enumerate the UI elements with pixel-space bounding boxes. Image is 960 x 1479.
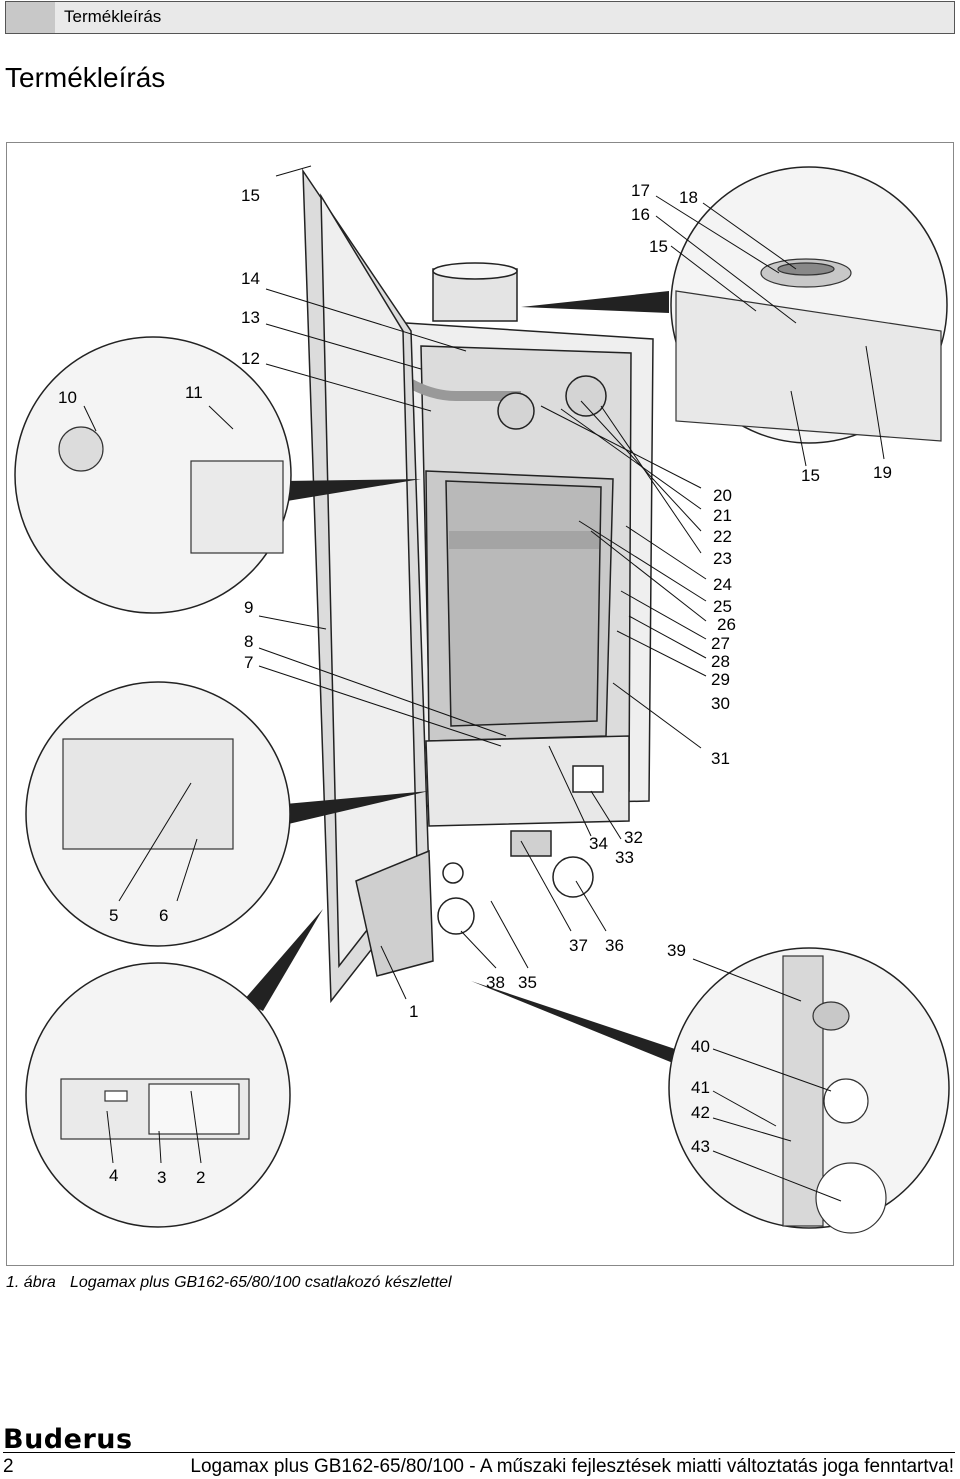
callout-28: 27	[711, 634, 730, 653]
figure-caption-text: Logamax plus GB162-65/80/100 csatlakozó …	[70, 1274, 452, 1291]
page-title: Termékleírás	[5, 62, 166, 93]
callout-18: 17	[631, 181, 650, 200]
callout-43: 42	[691, 1103, 710, 1122]
header-marker	[5, 1, 57, 34]
callout-30: 29	[711, 670, 730, 689]
callout-15: 15	[241, 186, 260, 205]
buderus-logo: Buderus	[3, 1424, 133, 1455]
callout-35: 34	[589, 834, 608, 853]
callout-32: 31	[711, 749, 730, 768]
callout-31: 30	[711, 694, 730, 713]
callout-15b: 15	[801, 466, 820, 485]
callout-36: 35	[518, 973, 537, 992]
callout-19: 18	[679, 188, 698, 207]
boiler-door	[302, 168, 434, 1004]
callout-22: 21	[713, 506, 732, 525]
callout-7: 7	[244, 653, 253, 672]
footer-text: Logamax plus GB162-65/80/100 - A műszaki…	[190, 1456, 954, 1477]
callout-25: 24	[713, 575, 732, 594]
detail-contents	[58, 258, 942, 1234]
callout-1: 1	[409, 1002, 418, 1021]
page-number: 2	[3, 1456, 14, 1477]
callout-37: 36	[605, 936, 624, 955]
callout-labels: 15 14 13 12 10 11 9 8 7 5 6 4 3 2 1 38 3…	[58, 181, 892, 1187]
callout-5: 5	[109, 906, 118, 925]
boiler-cabinet	[403, 262, 654, 935]
callout-12: 12	[241, 349, 260, 368]
callout-10: 10	[58, 388, 77, 407]
callout-33: 32	[624, 828, 643, 847]
callout-13: 13	[241, 308, 260, 327]
header-section-title: Termékleírás	[64, 7, 162, 26]
callout-3: 3	[157, 1168, 166, 1187]
callout-2: 2	[196, 1168, 205, 1187]
boiler-illustration: 15 14 13 12 10 11 9 8 7 5 6 4 3 2 1 38 3…	[14, 165, 950, 1234]
callout-9: 9	[244, 598, 253, 617]
callout-38: 37	[569, 936, 588, 955]
callout-8: 8	[244, 632, 253, 651]
header-bar	[55, 1, 955, 34]
callout-24: 23	[713, 549, 732, 568]
callout-42: 41	[691, 1078, 710, 1097]
callout-26: 25	[713, 597, 732, 616]
callout-41: 40	[691, 1037, 710, 1056]
callout-11: 11	[185, 383, 203, 402]
callout-23: 22	[713, 527, 732, 546]
callout-34: 33	[615, 848, 634, 867]
leader-lines	[83, 165, 885, 1202]
callout-14: 14	[241, 269, 260, 288]
detail-pointers	[243, 291, 687, 1063]
callout-6: 6	[159, 906, 168, 925]
callout-29: 28	[711, 652, 730, 671]
callout-17: 16	[631, 205, 650, 224]
figure-frame: 15 14 13 12 10 11 9 8 7 5 6 4 3 2 1 38 3…	[6, 142, 954, 1266]
callout-16: 15	[649, 237, 668, 256]
figure-number: 1. ábra	[6, 1274, 56, 1291]
footer-rule	[3, 1452, 955, 1453]
callout-20: 19	[873, 463, 892, 482]
figure-caption: 1. ábra Logamax plus GB162-65/80/100 csat…	[6, 1274, 452, 1292]
callout-4: 4	[109, 1166, 118, 1185]
callout-44: 43	[691, 1137, 710, 1156]
callout-27: 26	[717, 615, 736, 634]
callout-21: 20	[713, 486, 732, 505]
callout-39: 38	[486, 973, 505, 992]
callout-40: 39	[667, 941, 686, 960]
